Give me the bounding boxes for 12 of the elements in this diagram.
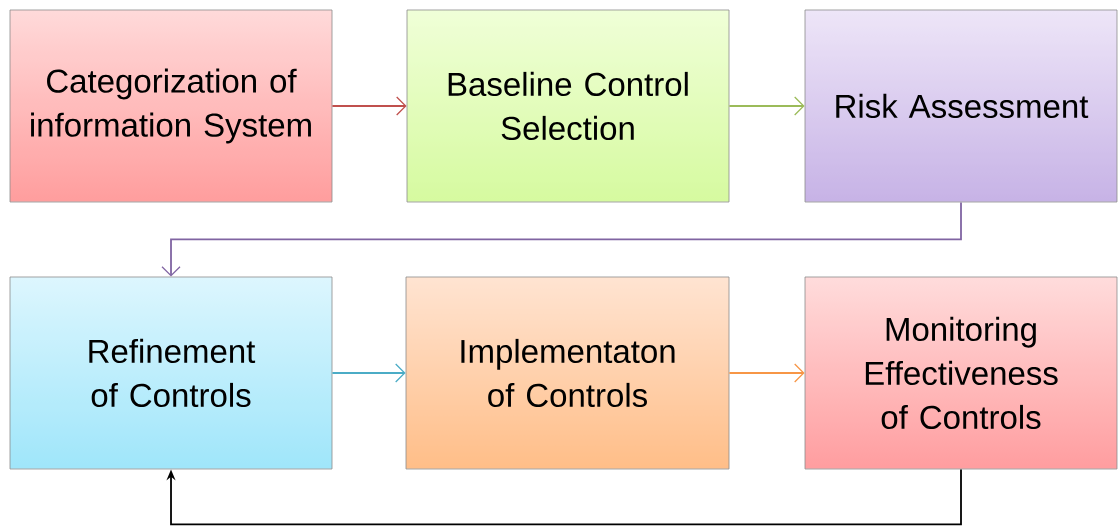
process-box: Baseline Control Selection — [406, 9, 730, 203]
process-box: Implementaton of Controls — [405, 276, 730, 470]
arrow — [728, 96, 805, 116]
arrow — [728, 363, 805, 383]
process-box: Refinement of Controls — [9, 276, 333, 470]
arrow — [166, 468, 962, 526]
arrow — [161, 201, 962, 277]
process-box: Risk Assessment — [804, 9, 1118, 203]
process-box: Categorization of information System — [9, 9, 333, 203]
arrow — [331, 96, 407, 116]
arrow — [331, 363, 406, 383]
process-box: Monitoring Effectiveness of Controls — [804, 276, 1118, 470]
